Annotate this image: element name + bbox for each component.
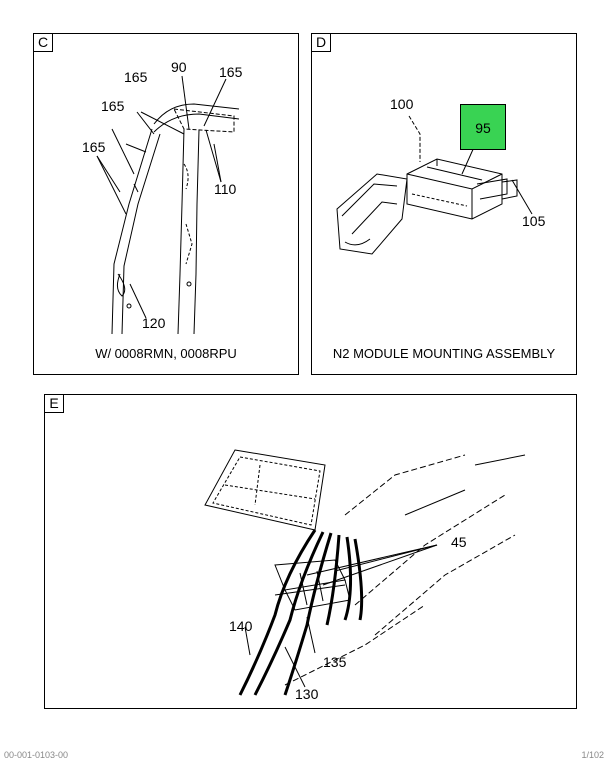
panel-d-tag: D — [312, 34, 331, 52]
callout-165-right: 165 — [219, 64, 243, 80]
panel-e-tag: E — [45, 395, 64, 413]
panel-e: E — [44, 394, 577, 709]
callout-110: 110 — [214, 181, 237, 197]
panel-c-tag: C — [34, 34, 53, 52]
panel-e-drawing: 45 140 135 130 — [204, 449, 526, 702]
callout-45: 45 — [451, 534, 467, 550]
callout-165-mid: 165 — [101, 98, 125, 114]
callout-120: 120 — [142, 315, 166, 331]
footer-right: 1/102 — [581, 750, 604, 760]
panel-c-drawing: 165 165 165 90 165 110 120 — [82, 59, 243, 335]
callout-165-left: 165 — [82, 139, 106, 155]
panel-d-caption: N2 MODULE MOUNTING ASSEMBLY — [332, 346, 556, 361]
callout-165-top: 165 — [124, 69, 148, 85]
callout-105: 105 — [522, 213, 546, 229]
callout-130: 130 — [295, 686, 319, 702]
callout-135: 135 — [323, 654, 347, 670]
panel-d-drawing: 100 105 — [336, 96, 546, 255]
panel-d: D 100 105 95 N2 MODULE MOUNTING ASSEMBLY — [311, 33, 577, 375]
footer-left: 00-001-0103-00 — [4, 750, 69, 760]
callout-100: 100 — [390, 96, 414, 112]
callout-90: 90 — [171, 59, 187, 75]
highlight-95: 95 — [460, 104, 506, 150]
panel-c-caption: W/ 0008RMN, 0008RPU — [95, 346, 237, 361]
callout-140: 140 — [229, 618, 253, 634]
panel-c: C — [33, 33, 299, 375]
